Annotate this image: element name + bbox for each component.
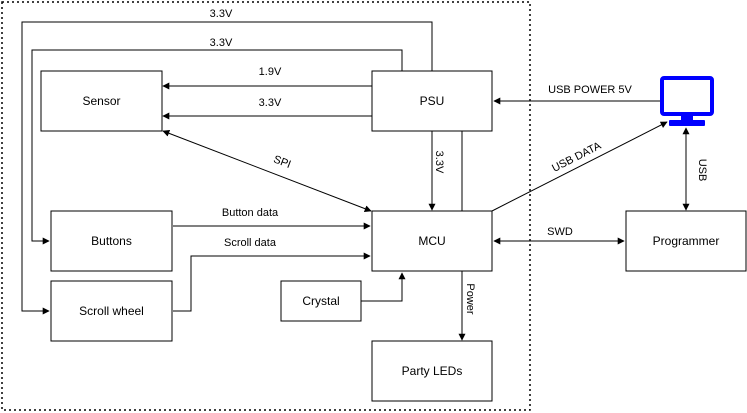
buttons-label: Buttons — [91, 234, 132, 248]
monitor-icon — [660, 76, 714, 126]
label-swd: SWD — [547, 226, 573, 238]
psu-block: PSU — [371, 70, 493, 132]
label-3v3-sensor: 3.3V — [259, 97, 282, 109]
label-button-data: Button data — [222, 207, 279, 219]
label-spi: SPI — [272, 153, 293, 171]
label-3v3-mcu: 3.3V — [433, 151, 445, 174]
buttons-block: Buttons — [50, 210, 173, 272]
wire-crystal — [361, 272, 406, 302]
sensor-block: Sensor — [40, 70, 163, 132]
label-1v9: 1.9V — [259, 66, 282, 78]
label-usb-programmer: USB — [696, 159, 708, 182]
wire-spi — [162, 129, 372, 213]
programmer-block: Programmer — [625, 210, 747, 272]
label-usb-data: USB DATA — [550, 140, 604, 175]
wire-3v3-buttons — [31, 49, 403, 245]
party-leds-label: Party LEDs — [402, 364, 463, 378]
wire-usb-data — [491, 121, 668, 212]
label-top-rail-2: 3.3V — [210, 37, 233, 49]
programmer-label: Programmer — [653, 234, 720, 248]
crystal-block: Crystal — [280, 280, 362, 322]
label-scroll-data: Scroll data — [224, 237, 277, 249]
wire-scroll-data — [173, 252, 371, 312]
wire-3v3-scroll — [21, 21, 433, 315]
mcu-label: MCU — [418, 234, 445, 248]
scroll-wheel-block: Scroll wheel — [50, 280, 173, 342]
psu-label: PSU — [420, 94, 445, 108]
crystal-label: Crystal — [302, 294, 339, 308]
label-usb-power: USB POWER 5V — [548, 84, 632, 96]
party-leds-block: Party LEDs — [371, 340, 493, 402]
label-power-leds: Power — [464, 283, 476, 315]
sensor-label: Sensor — [82, 94, 120, 108]
mcu-block: MCU — [371, 210, 493, 272]
label-top-rail-1: 3.3V — [210, 8, 233, 20]
device-boundary — [1, 1, 531, 411]
scroll-wheel-label: Scroll wheel — [79, 304, 144, 318]
